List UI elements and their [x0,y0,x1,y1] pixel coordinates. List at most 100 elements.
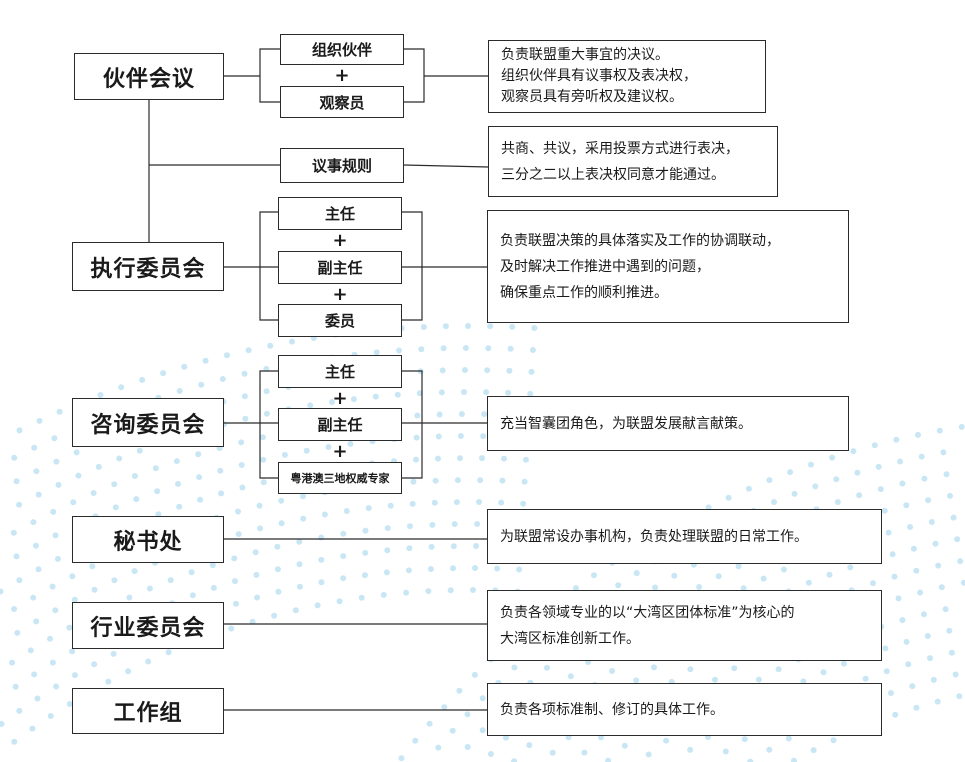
decorative-dot [956,693,963,700]
decorative-dot [875,463,882,470]
decorative-dot [436,411,443,418]
decorative-dot [407,523,413,530]
decorative-dot [347,440,354,447]
decorative-dot [936,427,943,434]
plus-sign: + [332,441,348,462]
description-line: 及时解决工作推进中遇到的问题， [500,258,710,275]
decorative-dot [856,492,863,499]
decorative-dot [888,690,894,696]
decorative-dot [932,540,939,547]
decorative-dot [895,595,902,602]
decorative-dot [925,497,932,504]
decorative-dot [549,749,556,756]
decorative-dot [905,661,912,668]
plus-sign: + [332,284,348,305]
decorative-dot [34,695,41,702]
decorative-dot [840,660,847,667]
decorative-dot [325,444,332,450]
decorative-dot [160,370,167,377]
description-line: 组织伙伴具有议事权及表决权， [501,68,697,84]
decorative-dot [66,701,73,707]
decorative-dot [431,499,438,506]
decorative-dot [300,493,306,500]
decorative-dot [66,624,73,631]
decorative-dot [439,367,446,374]
decorative-dot [930,676,937,683]
decorative-dot [509,323,516,330]
executive-committee-description: 负责联盟决策的具体落实及工作的协调联动， 及时解决工作推进中遇到的问题， 确保重… [487,210,849,323]
decorative-dot [464,744,471,750]
decorative-dot [520,500,527,507]
member-director: 主任 [278,197,402,230]
decorative-dot [891,573,898,580]
decorative-dot [365,505,372,512]
decorative-dot [414,412,421,419]
decorative-dot [52,607,59,614]
decorative-dot [233,600,239,607]
decorative-dot [531,325,538,331]
decorative-dot [387,502,394,509]
decorative-dot [155,511,162,518]
decorative-dot [747,758,754,762]
decorative-dot [440,345,447,352]
decorative-dot [899,617,906,624]
decorative-dot [52,532,59,539]
decorative-dot [238,439,245,446]
decorative-dot [462,367,468,373]
decorative-dot [883,668,890,675]
decorative-dot [11,738,18,745]
decorative-dot [235,531,242,538]
decorative-dot [254,594,261,601]
decorative-dot [224,352,230,359]
decorative-dot [274,543,281,550]
decorative-dot [296,538,303,545]
decorative-dot [958,423,965,430]
decorative-dot [0,588,4,595]
description-line: 负责联盟决策的具体落实及工作的协调联动， [500,232,780,249]
decorative-dot [544,664,550,671]
decorative-dot [952,671,959,678]
description-line: 负责联盟重大事宜的决议。 [501,47,669,63]
decorative-dot [165,649,172,656]
decorative-dot [447,587,454,594]
decorative-dot [881,507,888,514]
decorative-dot [521,478,528,485]
decorative-dot [428,543,435,550]
decorative-dot [131,568,138,575]
decorative-dot [16,427,23,434]
decorative-dot [920,611,927,618]
decorative-dot [232,578,238,585]
decorative-dot [453,499,460,506]
decorative-dot [948,649,955,656]
decorative-dot [882,645,889,652]
decorative-dot [847,564,854,571]
decorative-dot [725,494,732,501]
decorative-dot [95,463,102,470]
decorative-dot [921,475,928,482]
decorative-dot [256,502,263,509]
decorative-dot [198,381,205,388]
decorative-dot [527,390,534,397]
working-group-description: 负责各项标准制、修订的具体工作。 [487,683,882,736]
decorative-dot [435,433,442,440]
decorative-dot [54,555,61,562]
decorative-dot [671,572,678,579]
decorative-dot [271,612,278,619]
decorative-dot [89,563,96,570]
decorative-dot [36,417,43,424]
decorative-dot [340,530,347,537]
decorative-dot [885,529,892,536]
decorative-dot [516,566,523,573]
decorative-dot [196,474,203,481]
decorative-dot [432,477,439,484]
decorative-dot [935,562,942,569]
decorative-dot [228,625,235,632]
decorative-dot [889,551,896,558]
decorative-dot [755,676,762,683]
decorative-dot [91,586,98,593]
decorative-dot [954,536,961,543]
decorative-dot [850,448,857,455]
decorative-dot [176,388,183,394]
decorative-dot [426,720,433,727]
decorative-dot [862,675,869,682]
